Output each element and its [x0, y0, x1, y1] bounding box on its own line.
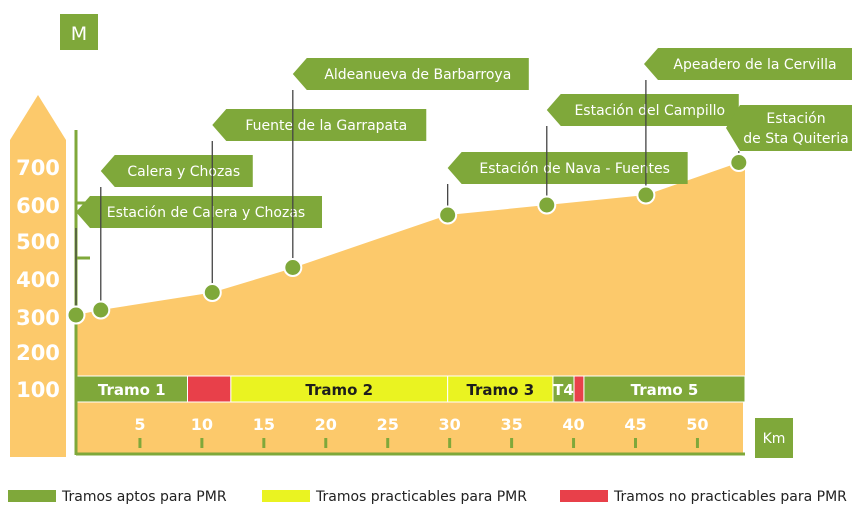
station-flag: [546, 94, 739, 126]
station-flag: [447, 152, 688, 184]
x-tick-label: 15: [253, 415, 275, 434]
station-label: Aldeanueva de Barbarroya: [324, 67, 511, 83]
station-dot: [91, 300, 111, 320]
legend-label: Tramos practicables para PMR: [315, 489, 527, 505]
station-flag: [76, 196, 322, 228]
station-flag: [212, 109, 427, 141]
legend-label: Tramos aptos para PMR: [61, 489, 227, 505]
segment-tramo-3: [447, 375, 554, 403]
station-label: Estación de Nava - Fuentes: [479, 161, 670, 177]
segment-bar: Tramo 1 Tramo 2 Tramo 3 T4 Tramo 5: [75, 375, 746, 403]
x-tick-label: 35: [500, 415, 522, 434]
y-tick-label: 500: [16, 230, 60, 254]
station-flag: [726, 105, 852, 151]
legend: Tramos aptos para PMR Tramos practicables…: [8, 489, 847, 505]
x-tick-label: 25: [377, 415, 399, 434]
x-unit-label: Km: [763, 431, 786, 447]
station-label: Calera y Chozas: [127, 164, 240, 180]
x-tick-label: 20: [315, 415, 337, 434]
legend-label: Tramos no practicables para PMR: [613, 489, 847, 505]
profile-area: [76, 162, 745, 376]
y-unit-label: M: [71, 23, 87, 45]
y-tick-label: 400: [16, 268, 60, 292]
station-dot: [438, 205, 458, 225]
segment-label: Tramo 3: [466, 381, 534, 399]
segment-label: Tramo 1: [98, 381, 166, 399]
y-tick-label: 100: [16, 378, 60, 402]
segment-gap-5: [573, 375, 585, 403]
segment-label: T4: [553, 381, 574, 399]
legend-swatch: [262, 490, 310, 502]
y-tick-label: 300: [16, 306, 60, 330]
x-tick-label: 30: [439, 415, 461, 434]
legend-swatch: [8, 490, 56, 502]
station-dot: [729, 153, 749, 172]
station-dot: [283, 258, 303, 277]
station-flag: [292, 58, 529, 90]
y-tick-label: 600: [16, 194, 60, 218]
x-tick-label: 40: [562, 415, 584, 434]
station-label: Estación de Calera y Chozas: [107, 205, 305, 221]
segment-label: Tramo 5: [631, 381, 699, 399]
x-tick-label: 45: [624, 415, 646, 434]
x-tick-label: 5: [134, 415, 145, 434]
y-tick-label: 700: [16, 156, 60, 180]
station-label: de Sta Quiteria: [743, 131, 848, 147]
y-unit-badge: [60, 14, 98, 50]
station-markers: Estación de Calera y Chozas Calera y Choz…: [66, 48, 852, 325]
segment-label: Tramo 2: [305, 381, 373, 399]
station-dot: [636, 185, 656, 205]
station-flag: [100, 155, 253, 187]
station-label: Estación: [766, 111, 825, 127]
station-flag: [644, 48, 852, 80]
x-unit-badge: [755, 418, 793, 458]
station-dot: [66, 305, 86, 325]
profile-area-layer: [76, 162, 745, 376]
station-dot: [202, 283, 222, 302]
x-tick-labels: 5 10 15 20 25 30 35 40 45 50: [134, 415, 709, 448]
station-label: Apeadero de la Cervilla: [673, 57, 836, 73]
segment-tramo-5: [583, 375, 746, 403]
station-label: Fuente de la Garrapata: [245, 118, 407, 134]
legend-swatch: [560, 490, 608, 502]
x-tick-label: 50: [686, 415, 708, 434]
x-axis-band: [76, 402, 743, 454]
y-axis-arrow: [10, 95, 66, 457]
station-dot: [537, 195, 557, 215]
y-tick-labels: 100 200 300 400 500 600 700: [16, 156, 60, 402]
station-label: Estación del Campillo: [574, 103, 725, 119]
x-tick-label: 10: [191, 415, 213, 434]
segment-gap-1: [187, 375, 232, 403]
y-tick-label: 200: [16, 341, 60, 365]
